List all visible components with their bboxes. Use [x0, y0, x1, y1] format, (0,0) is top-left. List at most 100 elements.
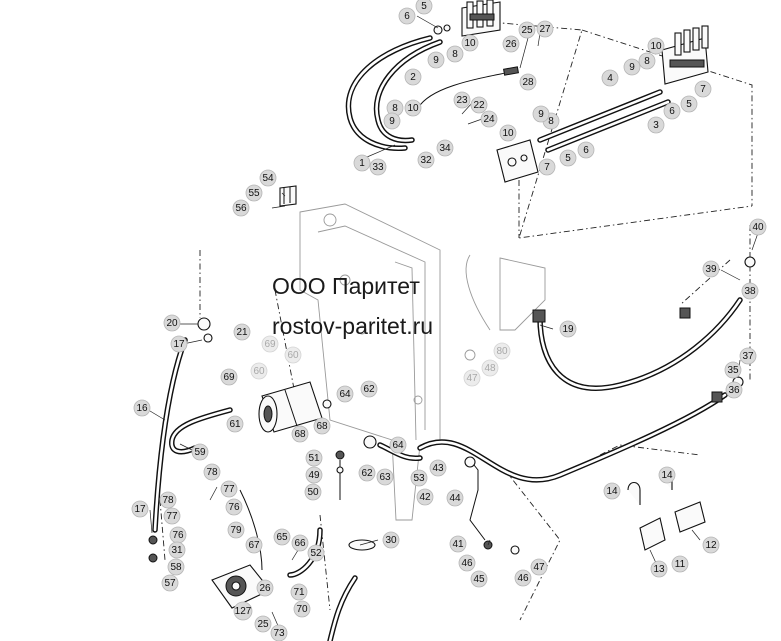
- callout-circle: [647, 116, 665, 134]
- callout-61: 61: [226, 415, 244, 433]
- callout-number: 45: [473, 574, 485, 585]
- return-hose: [417, 256, 756, 483]
- callout-number: 53: [413, 473, 425, 484]
- callout-circle: [724, 361, 742, 379]
- callout-5: 5: [415, 0, 433, 15]
- callout-circle: [256, 579, 274, 597]
- callout-number: 17: [173, 339, 185, 350]
- callout-9: 9: [623, 58, 641, 76]
- callout-number: 9: [538, 109, 544, 120]
- callout-2: 2: [404, 68, 422, 86]
- callout-number: 1: [359, 158, 365, 169]
- watermark-company: ООО Паритет: [272, 273, 420, 299]
- callout-number: 33: [372, 162, 384, 173]
- callout-circle: [233, 601, 253, 621]
- callout-31: 31: [168, 541, 186, 559]
- callout-60: 60: [250, 362, 268, 380]
- callout-circle: [159, 491, 177, 509]
- callout-circle: [518, 21, 536, 39]
- callout-circle: [603, 482, 621, 500]
- callout-44: 44: [446, 489, 464, 507]
- callout-circle: [293, 600, 311, 618]
- callout-circle: [650, 560, 668, 578]
- callout-number: 41: [452, 539, 464, 550]
- callout-circle: [461, 34, 479, 52]
- hose-16: [148, 317, 213, 563]
- callout-circle: [436, 139, 454, 157]
- callout-33: 33: [369, 158, 387, 176]
- callout-circle: [446, 45, 464, 63]
- callout-number: 62: [361, 468, 373, 479]
- callout-36: 36: [725, 381, 743, 399]
- callout-66: 66: [291, 534, 309, 552]
- callout-circle: [273, 528, 291, 546]
- watermark-website: rostov-paritet.ru: [272, 313, 433, 339]
- callout-number: 25: [521, 25, 533, 36]
- callout-circle: [446, 489, 464, 507]
- callout-circle: [449, 535, 467, 553]
- callout-number: 50: [307, 487, 319, 498]
- callout-circle: [398, 7, 416, 25]
- callout-7: 7: [694, 80, 712, 98]
- callout-number: 23: [456, 95, 468, 106]
- callout-number: 64: [392, 440, 404, 451]
- callout-number: 8: [548, 116, 554, 127]
- callout-number: 59: [194, 447, 206, 458]
- callout-circle: [702, 260, 720, 278]
- callout-number: 20: [166, 318, 178, 329]
- callout-number: 46: [517, 573, 529, 584]
- clamp-bracket: [279, 185, 297, 207]
- callout-30: 30: [382, 531, 400, 549]
- callout-78: 78: [159, 491, 177, 509]
- manifold-block: [496, 139, 539, 183]
- callout-6: 6: [398, 7, 416, 25]
- callout-number: 60: [287, 350, 299, 361]
- callout-circle: [225, 498, 243, 516]
- callout-circle: [538, 158, 556, 176]
- callout-number: 25: [257, 619, 269, 630]
- filter-unit: [169, 381, 332, 455]
- callout-number: 58: [170, 562, 182, 573]
- callout-5: 5: [680, 95, 698, 113]
- callout-number: 34: [439, 143, 451, 154]
- callout-6: 6: [663, 102, 681, 120]
- callout-number: 36: [728, 385, 740, 396]
- callout-circle: [416, 488, 434, 506]
- callout-10: 10: [404, 99, 422, 117]
- callout-circle: [404, 99, 422, 117]
- callout-25: 25: [254, 615, 272, 633]
- callout-77: 77: [220, 480, 238, 498]
- callout-number: 35: [727, 365, 739, 376]
- callout-number: 19: [562, 324, 574, 335]
- callout-number: 68: [316, 421, 328, 432]
- control-valve-right: [661, 25, 709, 85]
- callout-circle: [291, 425, 309, 443]
- callout-circle: [389, 436, 407, 454]
- callout-number: 40: [752, 222, 764, 233]
- callout-circle: [458, 554, 476, 572]
- callout-circle: [559, 149, 577, 167]
- callout-number: 49: [308, 470, 320, 481]
- callout-number: 79: [230, 525, 242, 536]
- callout-circle: [259, 169, 277, 187]
- callout-58: 58: [167, 558, 185, 576]
- callout-circle: [382, 531, 400, 549]
- callout-number: 57: [164, 578, 176, 589]
- callout-35: 35: [724, 361, 742, 379]
- callout-circle: [131, 500, 149, 518]
- callout-number: 8: [644, 56, 650, 67]
- callout-number: 12: [705, 540, 717, 551]
- callout-number: 9: [433, 55, 439, 66]
- callout-circle: [163, 507, 181, 525]
- callout-39: 39: [702, 260, 720, 278]
- callout-number: 62: [363, 384, 375, 395]
- callout-circle: [427, 51, 445, 69]
- callout-circle: [170, 335, 188, 353]
- callout-7: 7: [538, 158, 556, 176]
- callout-10: 10: [461, 34, 479, 52]
- callout-number: 24: [483, 114, 495, 125]
- callout-68: 68: [313, 417, 331, 435]
- callout-number: 46: [461, 558, 473, 569]
- callout-circle: [360, 380, 378, 398]
- callout-circle: [250, 362, 268, 380]
